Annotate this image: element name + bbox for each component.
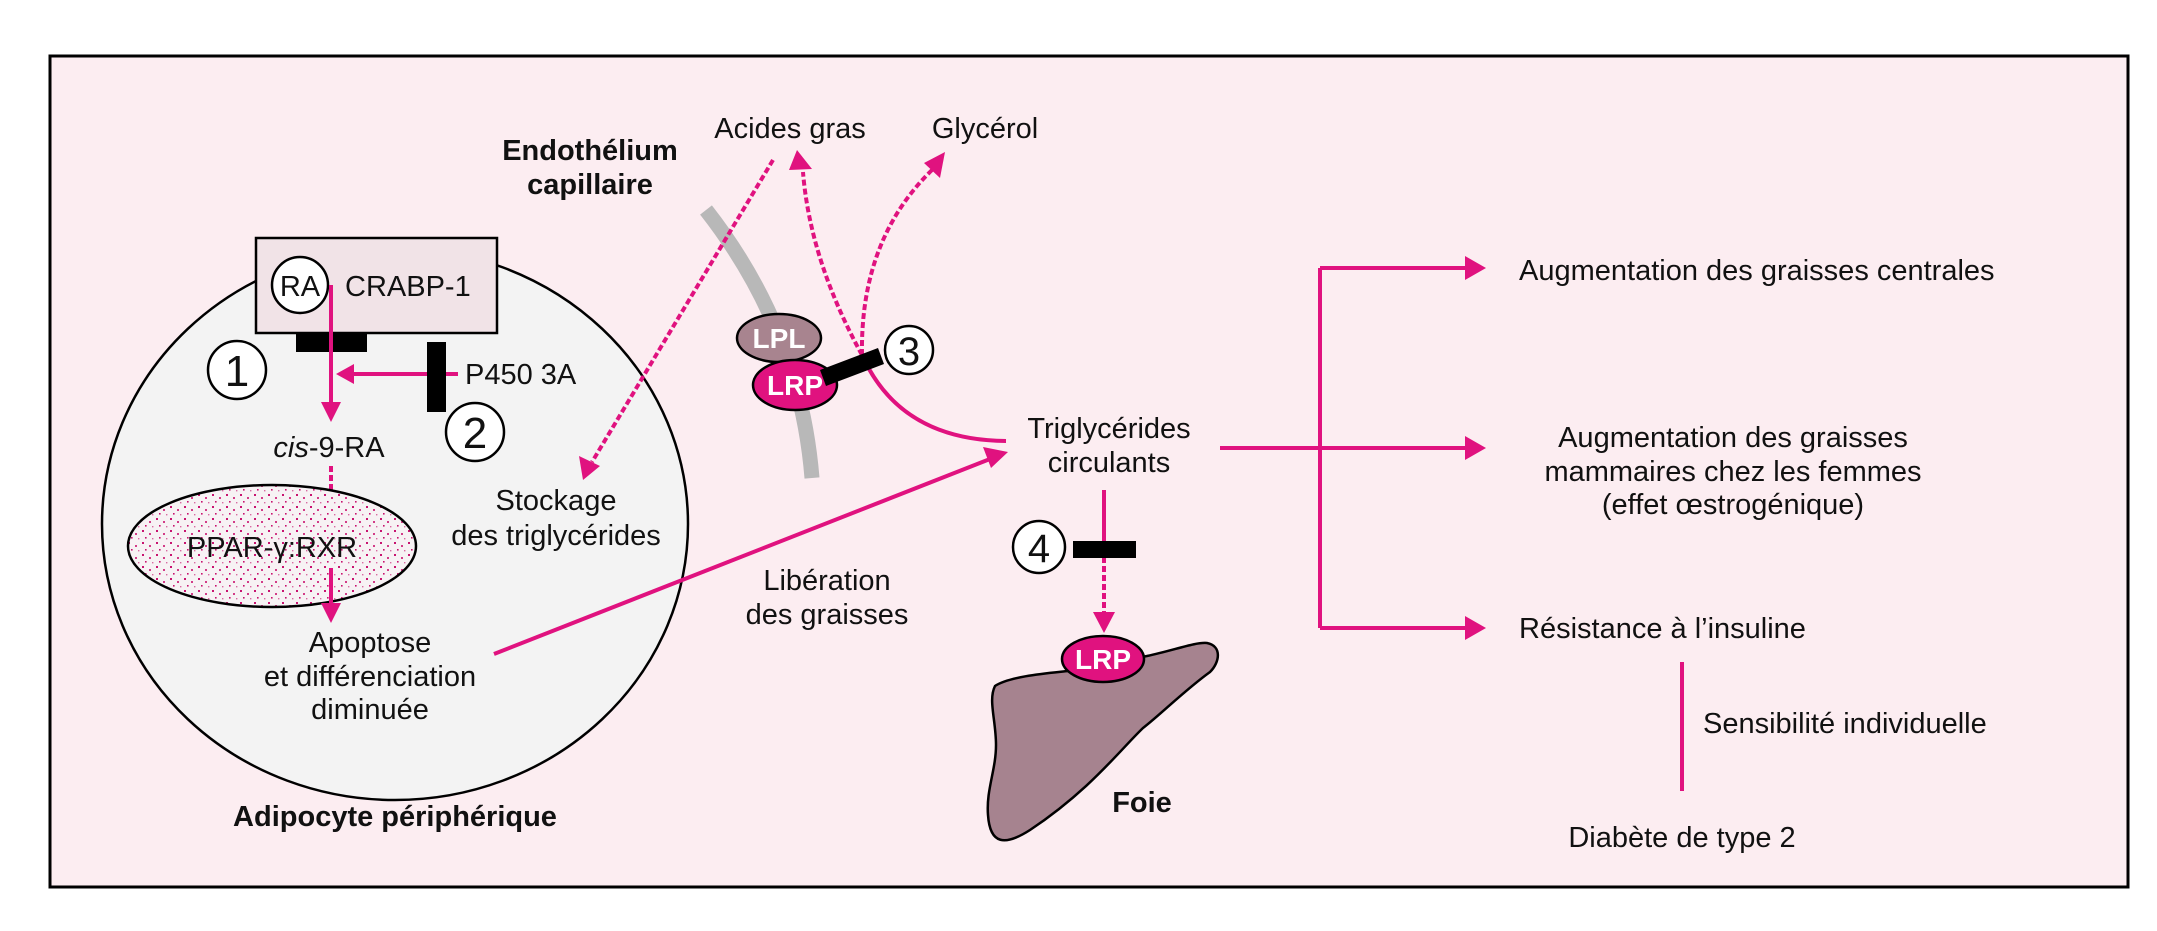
badge-1 xyxy=(206,339,268,401)
ppar-rxr-label: PPAR-γ:RXR xyxy=(187,532,357,564)
stockage-line-2: des triglycérides xyxy=(451,520,661,552)
insulin-resistance-arrowhead xyxy=(1465,616,1486,640)
to-glycerol-arrowhead xyxy=(924,152,945,178)
central-fat-arrowhead xyxy=(1465,256,1486,280)
liver-shape xyxy=(986,641,1220,842)
central-fat-label: Augmentation des graisses centrales xyxy=(1519,255,1995,287)
tg-to-liver-arrowhead xyxy=(1093,612,1115,633)
lrp-receptor-liver xyxy=(1060,634,1146,684)
endothelium-title-line-2: capillaire xyxy=(527,169,653,201)
ppar-rxr-complex xyxy=(126,483,418,609)
cis-suffix: -9-RA xyxy=(309,432,385,464)
to-glycerol-arrow xyxy=(859,168,934,356)
apoptose-line-3: diminuée xyxy=(311,694,429,726)
insulin-resistance-label: Résistance à l’insuline xyxy=(1519,613,1806,645)
fatty-acid-storage-arrowhead xyxy=(579,456,600,480)
liberation-line-2: des graisses xyxy=(746,599,909,631)
ra-label: RA xyxy=(280,271,321,303)
fatty-acid-storage-arrow xyxy=(590,158,775,464)
badge-2-number: 2 xyxy=(463,409,487,458)
endothelium-title-line-1: Endothélium xyxy=(502,135,678,167)
mammary-fat-arrowhead xyxy=(1465,436,1486,460)
badge-2 xyxy=(444,401,506,463)
lrp-receptor-endothelium xyxy=(751,358,839,412)
apoptose-line-2: et différenciation xyxy=(264,661,476,693)
adipocyte-cell: RA CRABP-1 1 P450 3A 2 cis-9-RA PPAR-γ:R… xyxy=(100,236,690,802)
apoptose-line-1: Apoptose xyxy=(309,627,432,659)
badge-4-number: 4 xyxy=(1028,527,1050,571)
triglycerides-line-2: circulants xyxy=(1048,447,1171,479)
lrp-label-endothelium: LRP xyxy=(767,370,823,401)
p450-label: P450 3A xyxy=(465,359,577,391)
stockage-line-1: Stockage xyxy=(496,485,617,517)
badge-1-number: 1 xyxy=(225,347,249,396)
fat-release-arrow xyxy=(493,457,991,656)
ra-to-cis-arrowhead xyxy=(321,402,341,422)
adipocyte-title: Adipocyte périphérique xyxy=(233,801,557,833)
glycerol-label: Glycérol xyxy=(932,113,1038,145)
ra-circle xyxy=(270,255,330,315)
p450-arrowhead xyxy=(336,364,354,384)
mammary-fat-line-1: Augmentation des graisses xyxy=(1558,422,1908,454)
triglyceride-hydrolysis-curve xyxy=(860,354,1007,443)
inhibitor-bar-4 xyxy=(1073,541,1136,558)
mammary-fat-line-3: (effet œstrogénique) xyxy=(1602,489,1864,521)
badge-3 xyxy=(883,324,935,376)
badge-3-number: 3 xyxy=(898,330,920,374)
cis-prefix: cis xyxy=(273,432,308,464)
fat-release-arrowhead xyxy=(983,447,1008,468)
acides-gras-label: Acides gras xyxy=(714,113,866,145)
triglycerides-line-1: Triglycérides xyxy=(1027,413,1190,445)
inhibitor-bar-3 xyxy=(820,348,884,386)
liver-title: Foie xyxy=(1112,787,1172,819)
to-acides-gras-arrowhead xyxy=(789,150,812,170)
individual-sensitivity-label: Sensibilité individuelle xyxy=(1703,708,1987,740)
badge-4 xyxy=(1011,519,1067,575)
mammary-fat-line-2: mammaires chez les femmes xyxy=(1544,456,1921,488)
liberation-line-1: Libération xyxy=(763,565,890,597)
ppar-to-apoptose-arrowhead xyxy=(321,603,341,623)
to-acides-gras-arrow xyxy=(801,171,864,356)
diabetes-label: Diabète de type 2 xyxy=(1568,822,1795,854)
lpl-label: LPL xyxy=(753,323,806,354)
lrp-label-liver: LRP xyxy=(1075,644,1131,675)
inhibitor-bar-2 xyxy=(427,342,446,412)
crabp-label: CRABP-1 xyxy=(345,271,471,303)
cis-9-ra-label: cis-9-RA xyxy=(273,432,385,464)
